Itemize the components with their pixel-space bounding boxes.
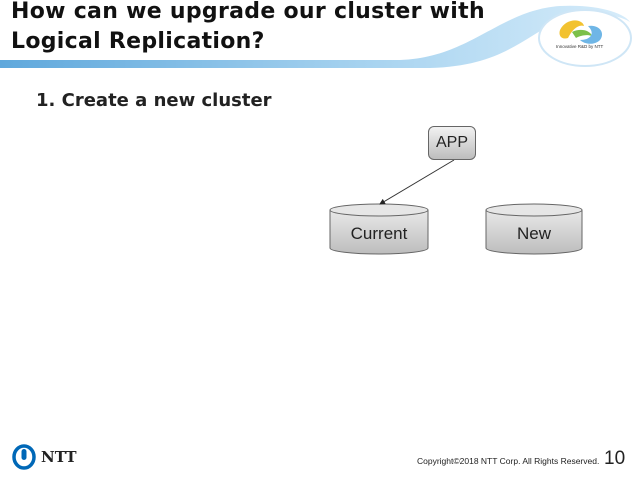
title-line-1: How can we upgrade our cluster with — [11, 0, 485, 24]
arrow-app-to-current — [379, 159, 455, 205]
app-node: APP — [428, 126, 476, 160]
rd-logo-icon — [559, 20, 603, 44]
page-number: 10 — [604, 448, 626, 469]
slide-title: How can we upgrade our cluster with Logi… — [11, 0, 485, 57]
database-current-label: Current — [350, 224, 408, 243]
ntt-logo: NTT — [12, 444, 77, 470]
logo-tagline: Innovative R&D by NTT — [556, 44, 604, 49]
database-new — [485, 203, 583, 255]
database-current — [329, 203, 429, 255]
ntt-logo-icon — [12, 444, 36, 470]
bullet-step: 1. Create a new cluster — [36, 90, 272, 111]
title-line-2: Logical Replication? — [11, 29, 265, 54]
header-band — [0, 5, 632, 69]
copyright: Copyright©2018 NTT Corp. All Rights Rese… — [417, 456, 600, 466]
database-new-label: New — [516, 224, 551, 243]
ntt-logo-text: NTT — [41, 448, 77, 466]
